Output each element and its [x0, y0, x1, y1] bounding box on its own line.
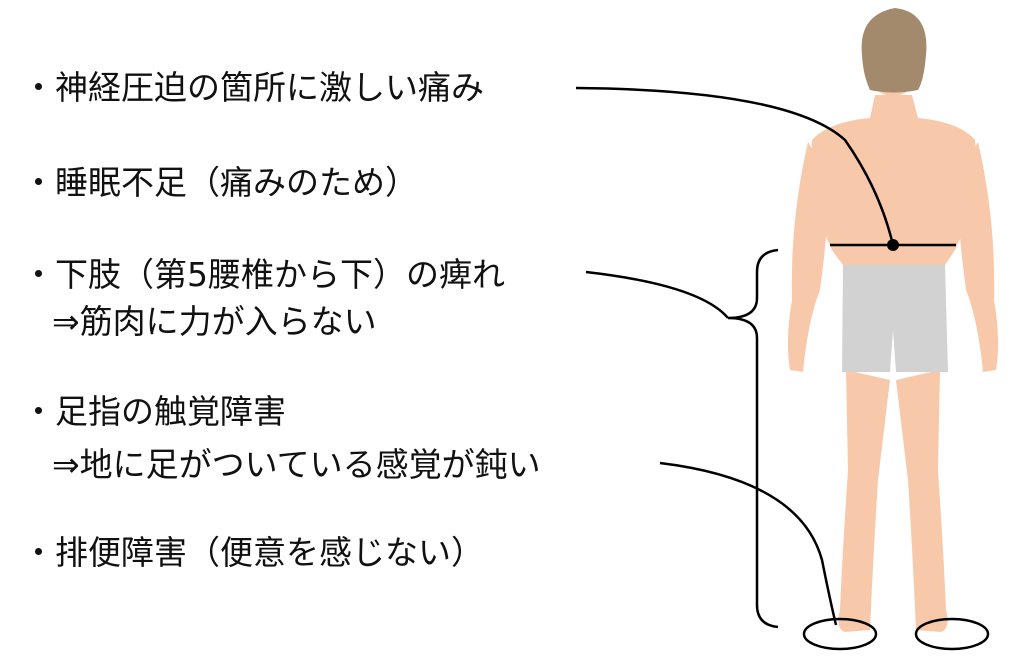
pointer-line-numbness [585, 270, 729, 319]
symptom-1: ・神経圧迫の箇所に激しい痛み [22, 68, 484, 108]
torso [811, 95, 976, 265]
symptom-4: ・足指の触覚障害 [22, 392, 286, 432]
brace-lower-limb [727, 248, 779, 629]
bullet: ・ [22, 392, 55, 431]
symptom-text: 下肢（第5腰椎から下）の痺れ [55, 255, 505, 294]
person-back-view [787, 8, 999, 632]
bullet: ・ [22, 533, 55, 572]
bullet: ・ [22, 68, 55, 107]
symptom-text: 排便障害（便意を感じない） [55, 533, 484, 572]
symptom-3-detail: ⇒筋肉に力が入らない [52, 302, 377, 341]
symptom-5: ・排便障害（便意を感じない） [22, 533, 484, 573]
hair [861, 8, 927, 93]
left-leg [838, 370, 890, 632]
symptom-text: 睡眠不足（痛みのため） [55, 163, 418, 202]
pointer-line-toes [659, 461, 838, 626]
symptom-3: ・下肢（第5腰椎から下）の痺れ [22, 255, 505, 295]
bullet: ・ [22, 163, 55, 202]
left-foot-circle [802, 617, 878, 651]
right-leg [896, 370, 948, 632]
symptom-text: 神経圧迫の箇所に激しい痛み [55, 68, 484, 107]
bullet: ・ [22, 255, 55, 294]
right-foot-circle [914, 617, 990, 651]
symptom-2: ・睡眠不足（痛みのため） [22, 163, 418, 203]
shorts [842, 265, 948, 372]
lumbar-point [887, 239, 899, 251]
pointer-line-pain [575, 86, 895, 246]
symptom-text: 足指の触覚障害 [55, 392, 286, 431]
symptom-4-detail: ⇒地に足がついている感覚が鈍い [52, 445, 541, 484]
